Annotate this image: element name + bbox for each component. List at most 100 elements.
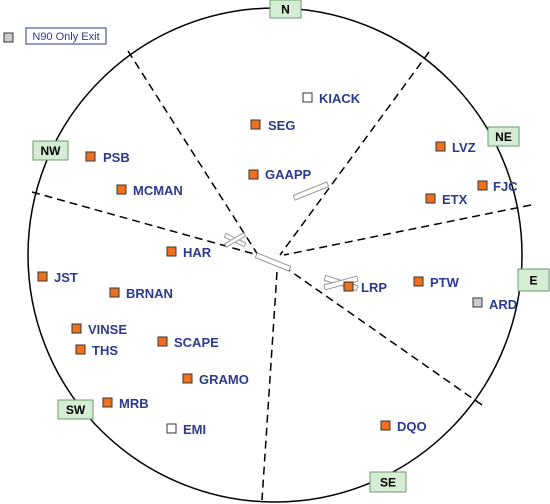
fix-marker — [413, 276, 424, 287]
fix-marker — [37, 271, 48, 282]
fix-ard: ARD — [472, 297, 517, 312]
fix-marker — [75, 344, 86, 355]
fix-label: ARD — [489, 297, 517, 312]
runway-icon — [254, 252, 292, 272]
fix-emi: EMI — [166, 422, 206, 437]
sector-label-e: E — [517, 268, 550, 292]
fix-lvz: LVZ — [435, 140, 476, 155]
fix-label: DQO — [397, 419, 427, 434]
fix-label: FJC — [493, 179, 518, 194]
fix-marker — [116, 184, 127, 195]
fix-label: GAAPP — [265, 167, 312, 182]
sector-label-ne: NE — [487, 126, 520, 147]
sector-label-text: NW — [41, 144, 62, 158]
legend-swatch — [3, 32, 14, 43]
fix-label: MCMAN — [133, 183, 183, 198]
fix-brnan: BRNAN — [109, 286, 173, 301]
fix-label: PTW — [430, 275, 460, 290]
fix-label: PSB — [103, 150, 130, 165]
fix-marker — [435, 141, 446, 152]
sector-label-text: NE — [495, 130, 512, 144]
fix-marker — [250, 119, 261, 130]
fix-marker — [477, 180, 488, 191]
fix-mcman: MCMAN — [116, 183, 183, 198]
fix-label: SEG — [268, 118, 295, 133]
runway-icon — [292, 181, 330, 201]
fix-marker — [71, 323, 82, 334]
divider-n-ne — [279, 51, 430, 256]
fix-label: KIACK — [319, 91, 361, 106]
fixes: KIACK SEG GAAPP LVZ FJC ETX PSB MCMAN — [37, 91, 518, 437]
fix-ptw: PTW — [413, 275, 460, 290]
fix-label: JST — [54, 270, 78, 285]
fix-label: GRAMO — [199, 372, 249, 387]
sector-label-box — [269, 0, 302, 19]
legend: N90 Only Exit — [3, 27, 107, 45]
divider-n-nw — [127, 50, 259, 256]
fix-marker — [248, 169, 259, 180]
sector-label-n: N — [269, 0, 302, 19]
runway-symbols — [223, 181, 359, 292]
runway-icon — [223, 232, 247, 248]
fix-har: HAR — [166, 245, 212, 260]
fix-psb: PSB — [85, 150, 130, 165]
sector-label-nw: NW — [32, 140, 69, 161]
sector-label-text: N — [281, 3, 290, 17]
sector-label-text: SW — [66, 403, 86, 417]
fix-seg: SEG — [250, 118, 295, 133]
fix-vinse: VINSE — [71, 322, 127, 337]
sector-label-box — [57, 399, 94, 420]
fix-marker — [166, 246, 177, 257]
fix-gaapp: GAAPP — [248, 167, 312, 182]
fix-etx: ETX — [425, 192, 468, 207]
sector-label-sw: SW — [57, 399, 94, 420]
fix-label: ETX — [442, 192, 468, 207]
fix-marker — [343, 281, 354, 292]
fix-marker — [166, 423, 177, 434]
fix-scape: SCAPE — [157, 335, 219, 350]
fix-jst: JST — [37, 270, 78, 285]
fix-marker — [102, 397, 113, 408]
fix-marker — [472, 297, 483, 308]
fix-lrp: LRP — [343, 280, 387, 295]
fix-ths: THS — [75, 343, 118, 358]
fix-marker — [302, 92, 313, 103]
fix-marker — [157, 336, 168, 347]
fix-label: VINSE — [88, 322, 127, 337]
fix-label: LRP — [361, 280, 387, 295]
fix-label: BRNAN — [126, 286, 173, 301]
fix-mrb: MRB — [102, 396, 149, 411]
fix-kiack: KIACK — [302, 91, 361, 106]
fix-label: EMI — [183, 422, 206, 437]
divider-ne-e — [283, 204, 532, 256]
sector-label-box — [517, 268, 550, 292]
legend-box — [25, 27, 107, 45]
fix-label: HAR — [183, 245, 212, 260]
fix-label: LVZ — [452, 140, 476, 155]
fix-label: MRB — [119, 396, 149, 411]
fix-dqo: DQO — [380, 419, 427, 434]
divider-e-se — [285, 267, 483, 406]
legend-label: N90 Only Exit — [32, 31, 99, 43]
sector-label-text: SE — [380, 476, 396, 490]
fix-marker — [425, 193, 436, 204]
sector-label-se: SE — [369, 471, 407, 493]
fix-label: SCAPE — [174, 335, 219, 350]
sector-labels: N NE E SE SW NW — [32, 0, 550, 493]
divider-sw-nw — [31, 191, 259, 256]
sector-label-box — [369, 471, 407, 493]
runway-icon — [323, 275, 359, 291]
sector-label-text: E — [529, 274, 537, 288]
airspace-boundary — [27, 7, 523, 503]
fix-marker — [380, 420, 391, 431]
fix-fjc: FJC — [477, 179, 518, 194]
fix-label: THS — [92, 343, 118, 358]
fix-marker — [109, 287, 120, 298]
divider-se-sw — [261, 271, 278, 501]
sector-label-box — [32, 140, 69, 161]
fix-marker — [182, 373, 193, 384]
fix-gramo: GRAMO — [182, 372, 249, 387]
sector-dividers — [31, 50, 532, 501]
fix-marker — [85, 151, 96, 162]
